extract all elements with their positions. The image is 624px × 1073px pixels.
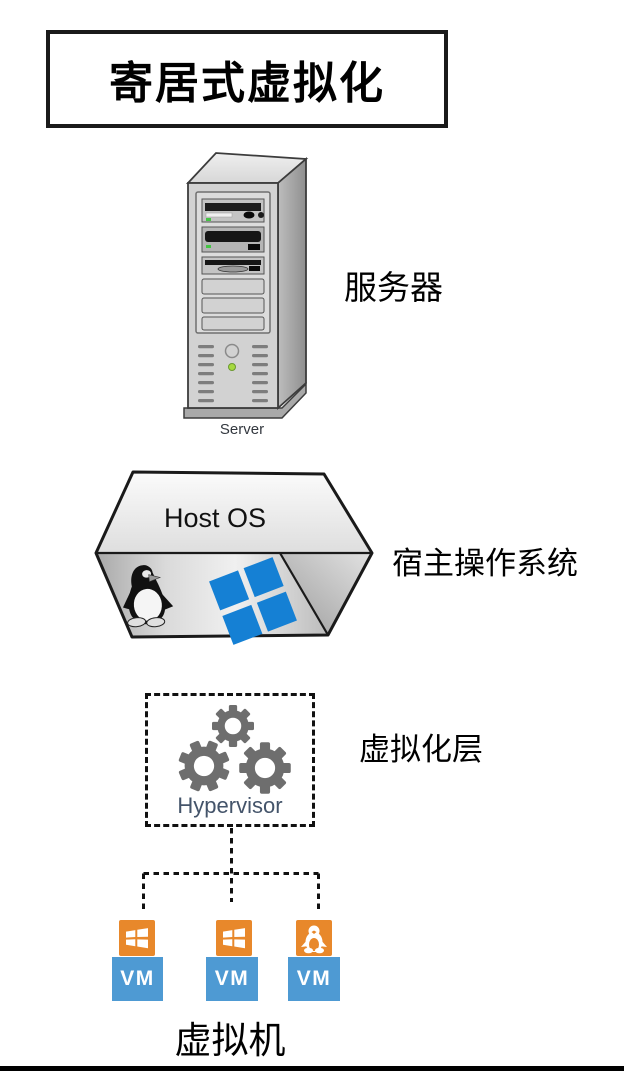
windows-logo-icon bbox=[209, 557, 297, 645]
bottom-border-line bbox=[0, 1066, 624, 1071]
tux-penguin-icon bbox=[123, 565, 174, 628]
gears-icon bbox=[148, 696, 312, 796]
title-box: 寄居式虚拟化 bbox=[46, 30, 448, 128]
host-os-annotation: 宿主操作系统 bbox=[392, 546, 578, 581]
hypervisor-box: Hypervisor bbox=[145, 693, 315, 827]
linux-tux-icon bbox=[296, 920, 332, 956]
server-annotation: 服务器 bbox=[344, 269, 443, 306]
windows-icon bbox=[119, 920, 155, 956]
host-os-label: Host OS bbox=[163, 503, 267, 533]
server-tower-icon bbox=[183, 152, 309, 419]
vm-node: VM bbox=[288, 957, 340, 1001]
vm-node: VM bbox=[206, 957, 258, 1001]
hypervisor-label: Hypervisor bbox=[177, 793, 283, 818]
vm-label: VM bbox=[120, 967, 155, 990]
connector-lines bbox=[142, 828, 320, 913]
vm-group-annotation: 虚拟机 bbox=[174, 1020, 286, 1061]
host-os-box bbox=[94, 470, 374, 645]
windows-icon bbox=[216, 920, 252, 956]
vm-label: VM bbox=[296, 967, 332, 990]
vm-node: VM bbox=[112, 957, 163, 1001]
server-caption: Server bbox=[219, 421, 265, 438]
page-title: 寄居式虚拟化 bbox=[109, 59, 385, 108]
hypervisor-annotation: 虚拟化层 bbox=[359, 732, 483, 767]
vm-label: VM bbox=[214, 967, 250, 990]
